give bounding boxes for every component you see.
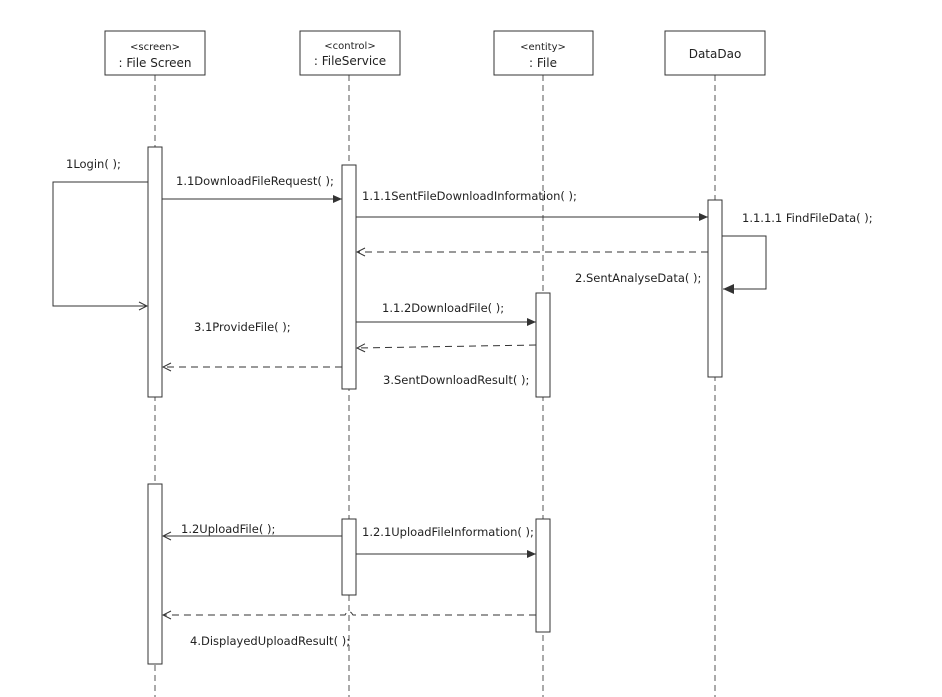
- participant-file-service[interactable]: <control> : FileService: [299, 30, 401, 76]
- message-upload-file[interactable]: 1.2UploadFile( );: [163, 522, 342, 536]
- activation-file-service-2: [341, 518, 357, 596]
- message-label: 3.1ProvideFile( );: [194, 320, 291, 334]
- message-label: 3.SentDownloadResult( );: [383, 373, 529, 387]
- message-label: 1.2UploadFile( );: [181, 522, 275, 536]
- message-download-file[interactable]: 1.1.2DownloadFile( );: [356, 301, 536, 326]
- participant-stereotype: <entity>: [520, 42, 566, 53]
- message-login[interactable]: 1Login( );: [52, 157, 148, 306]
- message-provide-file[interactable]: 3.1ProvideFile( );: [163, 320, 342, 367]
- participant-stereotype: <screen>: [130, 42, 180, 53]
- participant-name: : FileService: [314, 54, 386, 68]
- message-label: 1.1.2DownloadFile( );: [382, 301, 504, 315]
- message-label: 1.1DownloadFileRequest( );: [176, 174, 334, 188]
- message-label: 1.1.1SentFileDownloadInformation( );: [362, 189, 577, 203]
- activation-data-dao-1: [707, 199, 723, 378]
- message-displayed-upload-result[interactable]: 4.DisplayedUploadResult( );: [163, 612, 536, 649]
- activation-file-2: [535, 518, 551, 633]
- activation-file-screen-1: [147, 146, 163, 398]
- participant-file[interactable]: <entity> : File: [493, 30, 594, 76]
- message-sent-download-result[interactable]: 3.SentDownloadResult( );: [357, 345, 537, 387]
- message-sent-file-download-information[interactable]: 1.1.1SentFileDownloadInformation( );: [356, 189, 708, 221]
- participant-name: DataDao: [689, 47, 742, 61]
- activation-file-screen-2: [147, 483, 163, 665]
- message-label: 1.1.1.1 FindFileData( );: [742, 211, 873, 225]
- message-sent-analyse-data[interactable]: 2.SentAnalyseData( );: [357, 252, 708, 285]
- message-label: 2.SentAnalyseData( );: [575, 271, 701, 285]
- participant-stereotype: <control>: [324, 41, 375, 52]
- message-upload-file-information[interactable]: 1.2.1UploadFileInformation( );: [356, 525, 536, 558]
- message-find-file-data[interactable]: 1.1.1.1 FindFileData( );: [722, 211, 873, 294]
- activation-file-1: [535, 292, 551, 398]
- participant-data-dao[interactable]: DataDao: [664, 30, 766, 76]
- activation-file-service-1: [341, 164, 357, 390]
- message-label: 1Login( );: [66, 157, 121, 171]
- participant-name: : File: [529, 56, 557, 70]
- message-label: 4.DisplayedUploadResult( );: [190, 634, 350, 648]
- message-download-file-request[interactable]: 1.1DownloadFileRequest( );: [162, 174, 342, 203]
- message-label: 1.2.1UploadFileInformation( );: [362, 525, 534, 539]
- participant-name: : File Screen: [118, 56, 191, 70]
- participant-file-screen[interactable]: <screen> : File Screen: [104, 30, 206, 76]
